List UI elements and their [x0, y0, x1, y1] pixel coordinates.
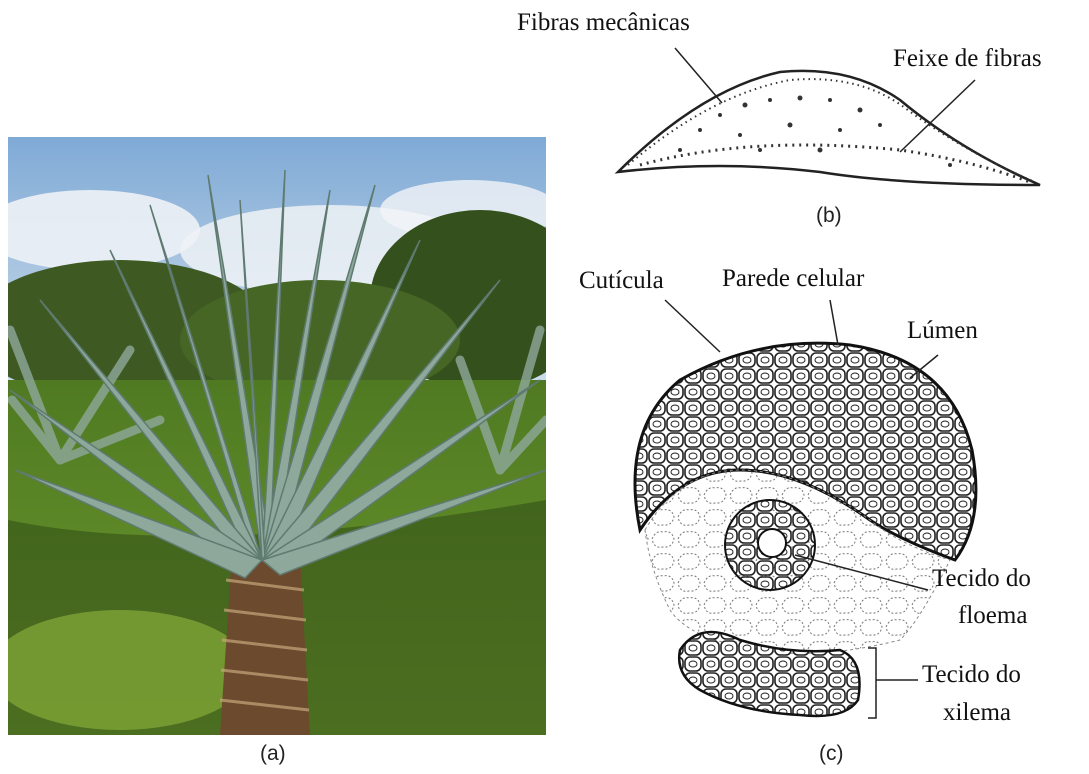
phloem-lumen — [758, 529, 786, 557]
label-tecido-xilema-1: Tecido do — [922, 662, 1021, 688]
label-lumen: Lúmen — [907, 318, 978, 344]
caption-b: (b) — [816, 204, 842, 228]
cuticula-leader — [665, 300, 720, 352]
caption-a: (a) — [260, 742, 286, 766]
label-fibras-mecanicas: Fibras mecânicas — [517, 10, 690, 36]
caption-c: (c) — [819, 742, 844, 766]
label-tecido-floema-2: floema — [958, 603, 1027, 629]
label-cuticula: Cutícula — [579, 268, 664, 294]
label-feixe-de-fibras: Feixe de fibras — [893, 46, 1042, 72]
label-tecido-xilema-2: xilema — [943, 700, 1011, 726]
parede-celular-leader — [830, 300, 838, 345]
xilema-bracket — [868, 648, 876, 718]
label-parede-celular: Parede celular — [722, 266, 864, 292]
label-tecido-floema-1: Tecido do — [932, 566, 1031, 592]
